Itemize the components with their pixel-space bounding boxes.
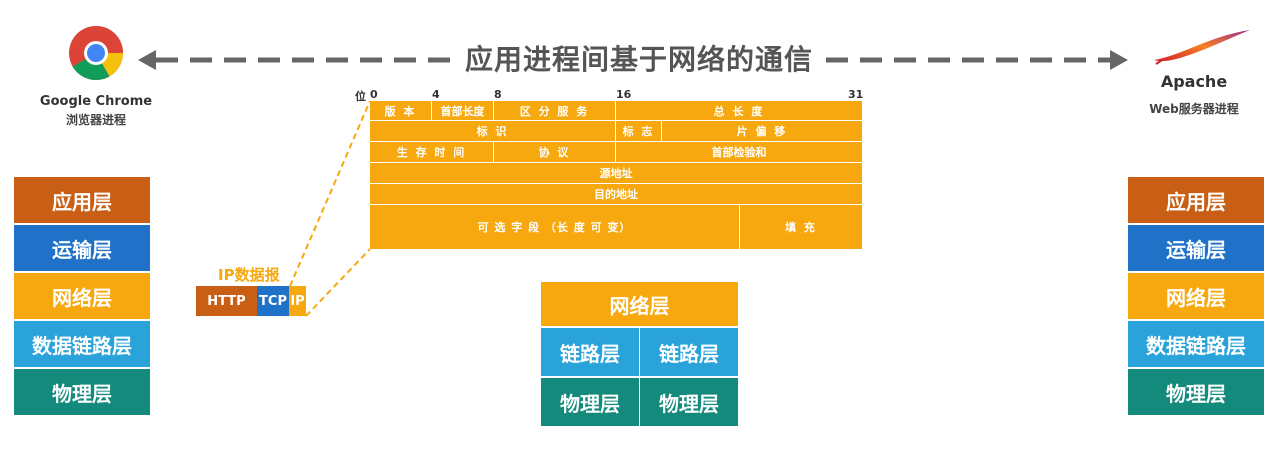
router-network-layer: 网络层 <box>541 282 738 328</box>
field-options: 可 选 字 段 （长 度 可 变） <box>370 205 740 249</box>
ip-packet-label: IP数据报 <box>218 266 280 284</box>
ip-header-table: 版 本 首部长度 区 分 服 务 总 长 度 标 识 标 志 片 偏 移 生 存… <box>370 101 862 249</box>
field-ttl: 生 存 时 间 <box>370 142 494 163</box>
left-layer-application: 应用层 <box>14 177 150 225</box>
bit-mark-4: 4 <box>432 88 440 101</box>
right-layer-transport: 运输层 <box>1128 225 1264 273</box>
field-checksum: 首部检验和 <box>616 142 862 163</box>
packet-segment-tcp: TCP <box>257 286 289 316</box>
arrow-head-right-icon <box>1110 50 1128 70</box>
field-protocol: 协 议 <box>494 142 616 163</box>
left-layer-transport: 运输层 <box>14 225 150 273</box>
router-physical-layer-left: 物理层 <box>541 378 639 426</box>
arrow-head-left-icon <box>138 50 156 70</box>
field-total-length: 总 长 度 <box>616 101 862 121</box>
right-layer-physical: 物理层 <box>1128 369 1264 417</box>
left-layer-physical: 物理层 <box>14 369 150 417</box>
field-source-address: 源地址 <box>370 163 862 184</box>
page-title: 应用进程间基于网络的通信 <box>465 43 814 76</box>
bit-mark-0: 0 <box>370 88 378 101</box>
communication-arrow <box>138 50 1128 70</box>
right-layer-application: 应用层 <box>1128 177 1264 225</box>
field-fragment-offset: 片 偏 移 <box>662 121 862 142</box>
left-layer-network: 网络层 <box>14 273 150 321</box>
packet-segment-ip: IP <box>289 286 306 316</box>
field-destination-address: 目的地址 <box>370 184 862 205</box>
router-link-layer-right: 链路层 <box>640 328 738 376</box>
right-protocol-stack: 应用层 运输层 网络层 数据链路层 物理层 <box>1128 177 1264 417</box>
right-layer-network: 网络层 <box>1128 273 1264 321</box>
left-layer-datalink: 数据链路层 <box>14 321 150 369</box>
bit-prefix: 位 <box>355 90 366 103</box>
bit-mark-16: 16 <box>616 88 632 101</box>
chrome-logo-icon <box>69 26 124 81</box>
apache-feather-icon <box>1154 30 1250 65</box>
field-flags: 标 志 <box>616 121 662 142</box>
left-end-name: Google Chrome <box>39 94 153 109</box>
bit-mark-8: 8 <box>494 88 502 101</box>
field-version: 版 本 <box>370 101 432 121</box>
field-tos: 区 分 服 务 <box>494 101 616 121</box>
right-layer-datalink: 数据链路层 <box>1128 321 1264 369</box>
bit-mark-31: 31 <box>848 88 864 101</box>
right-end-sub: Web服务器进程 <box>1149 102 1239 116</box>
packet-segment-http: HTTP <box>196 286 257 316</box>
router-link-layer-left: 链路层 <box>541 328 639 376</box>
right-end-name: Apache <box>1160 72 1228 91</box>
field-ihl: 首部长度 <box>432 101 494 121</box>
router-physical-layer-right: 物理层 <box>640 378 738 426</box>
field-identification: 标 识 <box>370 121 616 142</box>
left-end-sub: 浏览器进程 <box>65 113 126 127</box>
field-padding: 填 充 <box>785 221 817 234</box>
left-protocol-stack: 应用层 运输层 网络层 数据链路层 物理层 <box>14 177 150 417</box>
